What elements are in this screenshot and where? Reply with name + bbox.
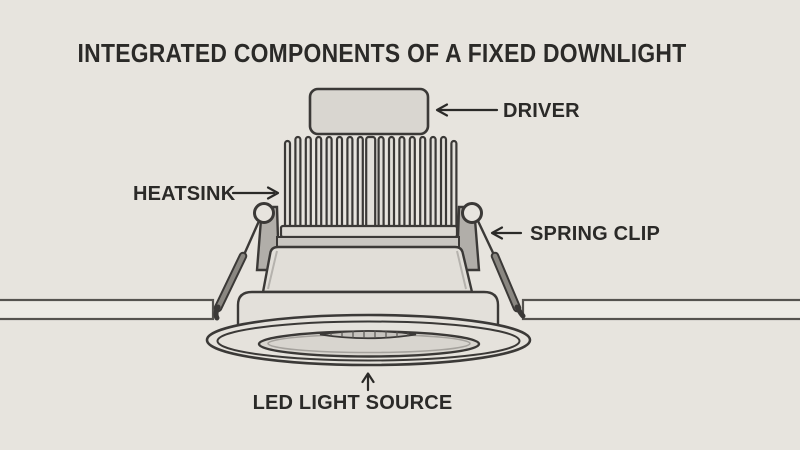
spring-clip-ring-right bbox=[461, 202, 483, 224]
led-light-source-label: LED LIGHT SOURCE bbox=[252, 392, 453, 414]
led-arrow bbox=[361, 372, 375, 392]
spring-clip-right bbox=[476, 219, 526, 319]
heatsink-base bbox=[279, 224, 459, 239]
driver-label: DRIVER bbox=[503, 100, 580, 122]
lamp-housing bbox=[261, 245, 474, 294]
heatsink-fins bbox=[283, 135, 458, 231]
driver-arrow bbox=[435, 103, 499, 117]
spring-clip-arrow bbox=[490, 226, 523, 240]
diagram-title: INTEGRATED COMPONENTS OF A FIXED DOWNLIG… bbox=[77, 38, 687, 68]
ceiling-band bbox=[0, 298, 800, 321]
spring-clip-ring-left bbox=[253, 202, 275, 224]
spring-clip-left bbox=[213, 219, 261, 321]
heatsink-label: HEATSINK bbox=[133, 183, 236, 205]
driver-box bbox=[308, 87, 430, 136]
spring-clip-label: SPRING CLIP bbox=[530, 223, 660, 245]
housing-strip bbox=[276, 236, 460, 248]
trim-ring-lip bbox=[216, 320, 521, 362]
heatsink-arrow bbox=[231, 186, 280, 200]
led-louver bbox=[319, 330, 417, 340]
